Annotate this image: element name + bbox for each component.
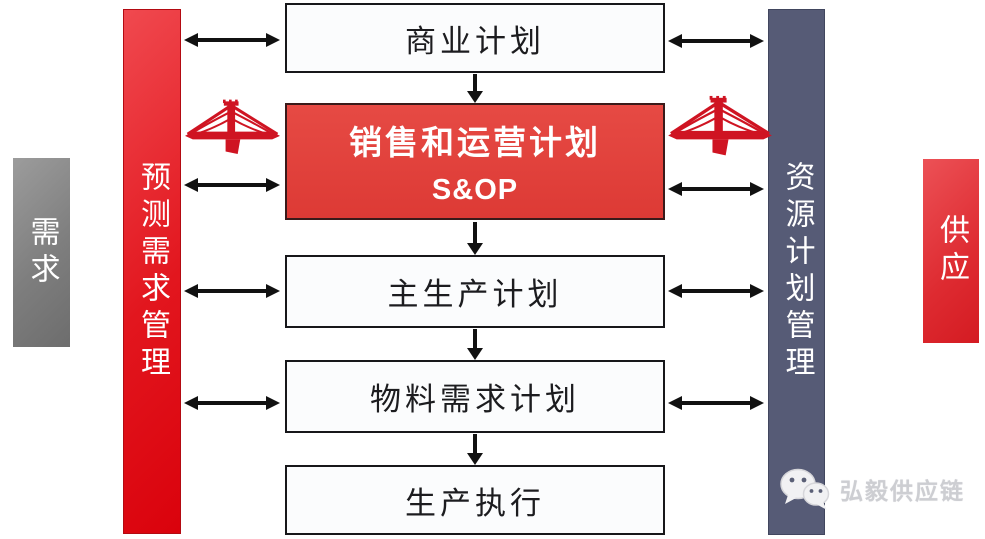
- demand-block: 需求: [13, 158, 70, 347]
- supply-block: 供应: [923, 159, 979, 343]
- double-arrow: [184, 176, 280, 194]
- brand-watermark: 弘毅供应链: [778, 466, 965, 512]
- forecast-demand-label: 预测需求管理: [136, 160, 169, 383]
- supply-label: 供应: [935, 214, 968, 288]
- down-arrow: [465, 329, 485, 360]
- business-plan-box: 商业计划: [285, 3, 665, 73]
- resource-plan-label: 资源计划管理: [780, 161, 814, 383]
- production-execution-label: 生产执行: [405, 485, 545, 521]
- business-plan-label: 商业计划: [405, 23, 545, 59]
- bridge-icon: [185, 98, 280, 160]
- material-requirements-label: 物料需求计划: [370, 382, 580, 417]
- double-arrow: [668, 394, 764, 412]
- double-arrow: [184, 31, 280, 49]
- forecast-demand-bar: 预测需求管理: [123, 9, 181, 534]
- sop-subtitle: S&OP: [431, 174, 519, 206]
- down-arrow: [465, 74, 485, 103]
- material-requirements-box: 物料需求计划: [285, 360, 665, 433]
- double-arrow: [184, 282, 280, 300]
- wechat-icon: [778, 466, 832, 512]
- brand-name: 弘毅供应链: [840, 478, 965, 504]
- down-arrow: [465, 434, 485, 465]
- down-arrow: [465, 222, 485, 255]
- demand-label: 需求: [25, 215, 59, 290]
- double-arrow: [668, 282, 764, 300]
- double-arrow: [668, 180, 764, 198]
- sop-title: 销售和运营计划: [349, 124, 601, 161]
- double-arrow: [184, 394, 280, 412]
- master-production-label: 主生产计划: [387, 277, 563, 312]
- master-production-box: 主生产计划: [285, 255, 665, 328]
- resource-plan-bar: 资源计划管理: [768, 9, 825, 535]
- double-arrow: [668, 32, 764, 50]
- sop-box: 销售和运营计划 S&OP: [285, 103, 665, 220]
- bridge-icon: [668, 95, 772, 161]
- production-execution-box: 生产执行: [285, 465, 665, 535]
